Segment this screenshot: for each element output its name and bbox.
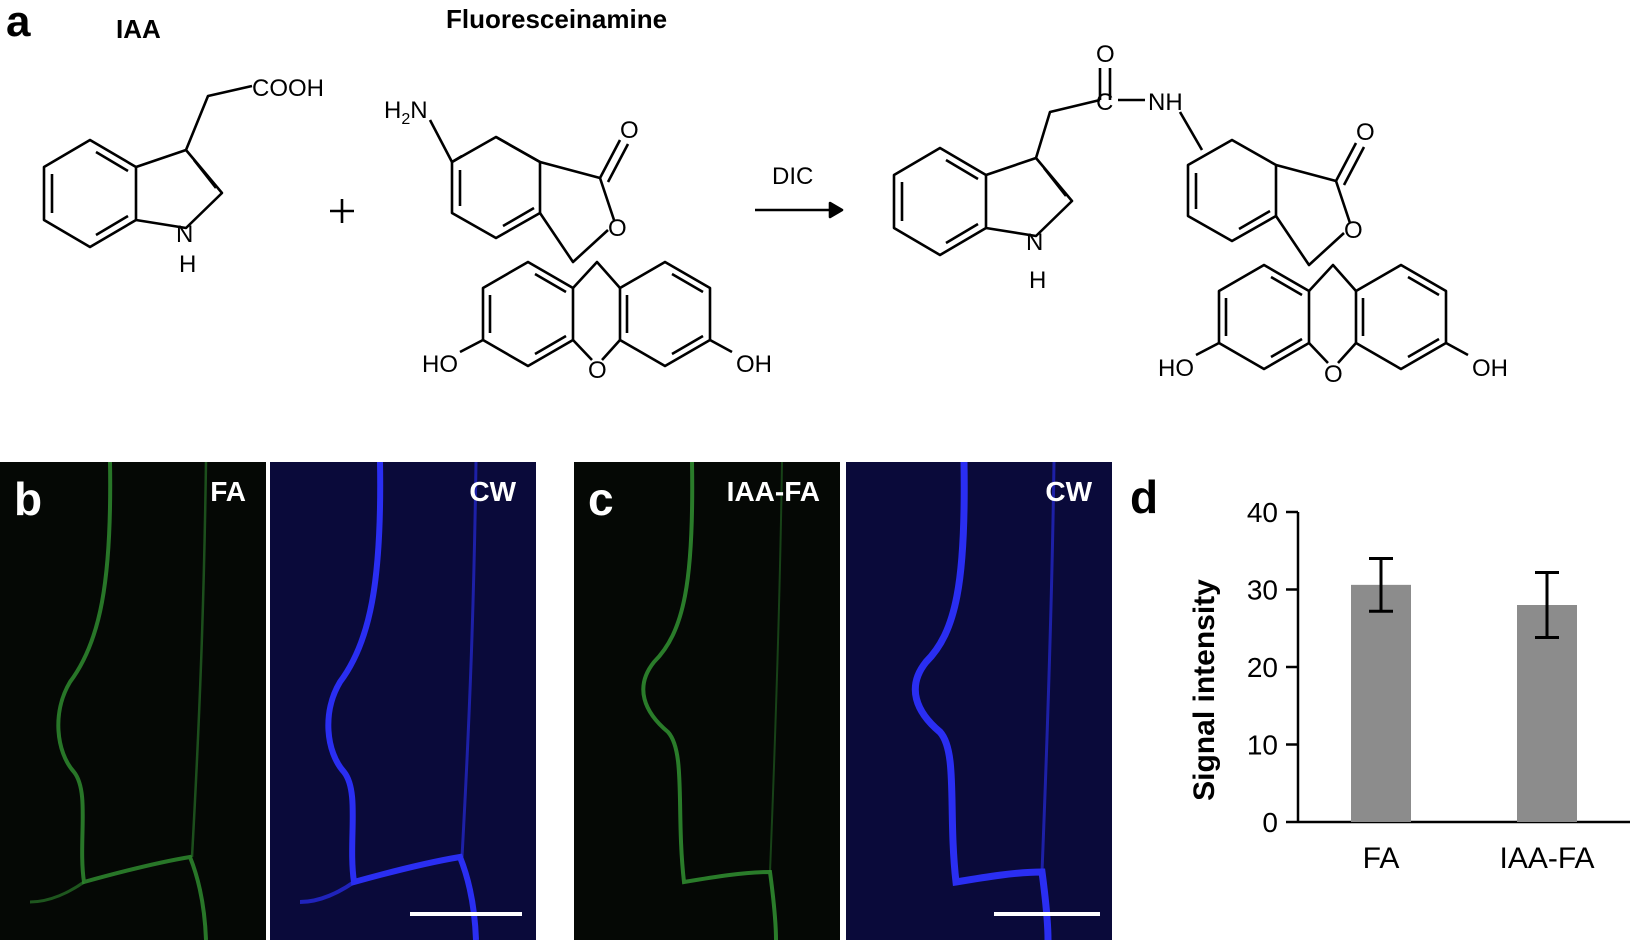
- atom-o-lactone-fa: O: [608, 215, 627, 242]
- panel-label-a: a: [6, 0, 31, 46]
- atom-o-lactone-product: O: [1344, 217, 1363, 244]
- atom-ho-fa: HO: [422, 351, 458, 378]
- y-tick-label: 0: [1262, 807, 1278, 838]
- x-tick-label: IAA-FA: [1499, 842, 1594, 875]
- atom-o-carbonyl-product: O: [1356, 119, 1375, 146]
- micrograph-b-fa: b FA: [0, 462, 266, 940]
- atom-cooh: COOH: [252, 75, 324, 102]
- reagent-dic: DIC: [772, 163, 813, 190]
- plus-sign: +: [330, 221, 331, 223]
- y-tick-label: 40: [1247, 497, 1278, 528]
- micrograph-b-cw: CW: [270, 462, 536, 940]
- atom-h2n: H2N: [384, 97, 428, 128]
- atom-o-xanthene-product: O: [1324, 361, 1343, 388]
- bar-iaa-fa: [1517, 605, 1577, 822]
- reaction-scheme: COOH N H H2N O O O HO OH DIC O C NH N H …: [42, 41, 1508, 388]
- panel-label-d: d: [1130, 471, 1159, 523]
- tag-iaa-fa: IAA-FA: [726, 476, 820, 507]
- bar-fa: [1351, 584, 1411, 822]
- panel-label-c: c: [588, 473, 614, 525]
- atom-o-amide: O: [1096, 41, 1115, 68]
- atom-o-carbonyl-fa: O: [620, 117, 639, 144]
- atom-h-product: H: [1029, 267, 1046, 294]
- atom-nh-amide: NH: [1148, 89, 1183, 116]
- fluoresceinamine-title: Fluoresceinamine: [446, 4, 668, 34]
- tag-fa: FA: [210, 476, 246, 507]
- atom-ho-product: HO: [1158, 355, 1194, 382]
- atom-oh-fa: OH: [736, 351, 772, 378]
- atom-o-xanthene-fa: O: [588, 357, 607, 384]
- y-tick-label: 20: [1247, 652, 1278, 683]
- scale-bar-b: [410, 912, 522, 916]
- atom-n-product: N: [1026, 229, 1043, 256]
- atom-n-iaa: N: [176, 221, 193, 248]
- scale-bar-c: [994, 912, 1100, 916]
- tag-cw-b: CW: [469, 476, 516, 507]
- atom-c-amide: C: [1096, 89, 1113, 116]
- tag-cw-c: CW: [1045, 476, 1092, 507]
- signal-intensity-chart: Signal intensity 0 10 20 30 40 FA IAA-FA: [1188, 497, 1630, 875]
- atom-oh-product: OH: [1472, 355, 1508, 382]
- micrograph-c-cw: CW: [846, 462, 1112, 940]
- y-axis-label: Signal intensity: [1188, 579, 1221, 801]
- atom-h-iaa: H: [179, 251, 196, 278]
- y-tick-label: 30: [1247, 575, 1278, 606]
- y-tick-label: 10: [1247, 730, 1278, 761]
- iaa-title: IAA: [116, 14, 161, 44]
- panel-label-b: b: [14, 473, 43, 525]
- x-tick-label: FA: [1363, 842, 1400, 875]
- micrograph-c-iaa-fa: c IAA-FA: [574, 462, 840, 940]
